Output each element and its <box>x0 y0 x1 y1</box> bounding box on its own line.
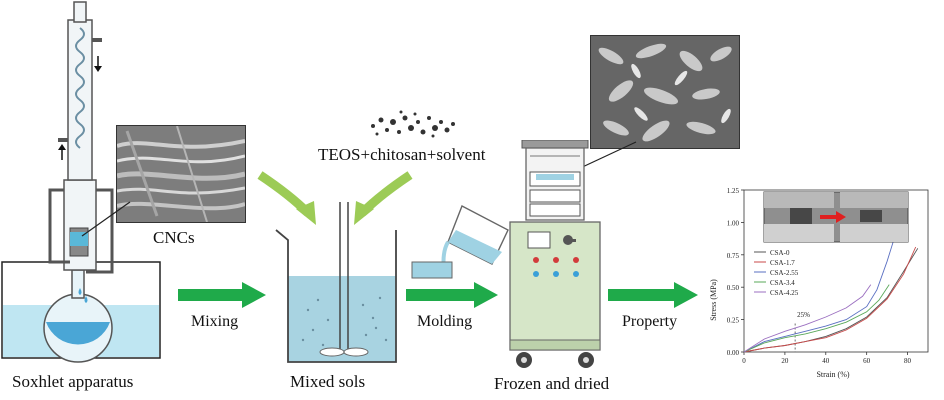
x-tick-label: 20 <box>781 357 789 365</box>
teos-label: TEOS+chitosan+solvent <box>318 145 486 164</box>
cncs-callout-line <box>81 201 131 237</box>
y-tick-label: 1.25 <box>727 187 740 195</box>
legend-label: CSA-4.25 <box>770 289 799 297</box>
soxhlet-label: Soxhlet apparatus <box>12 372 134 391</box>
mixed-sols-label: Mixed sols <box>290 372 366 391</box>
curved-arrows <box>257 171 413 225</box>
x-tick-label: 0 <box>742 357 746 365</box>
x-tick-label: 40 <box>822 357 830 365</box>
y-tick-label: 0.50 <box>727 284 740 292</box>
molding-arrow <box>406 282 498 308</box>
series-line-csa-2.55 <box>743 241 894 353</box>
pouring-cup <box>411 205 509 279</box>
chart-frame <box>743 189 929 353</box>
legend-label: CSA-2.55 <box>770 269 799 277</box>
molding-label: Molding <box>417 313 473 330</box>
mixing-arrow <box>178 282 266 308</box>
soxhlet-apparatus-drawing <box>1 1 161 363</box>
beaker-mixed-sols <box>275 202 397 363</box>
legend-label: CSA-0 <box>770 249 790 257</box>
cncs-sem-image <box>116 125 246 223</box>
series-line-csa-3.4 <box>743 284 890 353</box>
freeze-dryer <box>509 140 601 368</box>
y-tick-label: 0.00 <box>727 349 740 357</box>
aerogel-sem-image <box>590 35 740 149</box>
cncs-label: CNCs <box>153 228 195 247</box>
chart-xlabel: Strain (%) <box>816 370 849 379</box>
compression-test-photo <box>763 191 909 243</box>
series-line-csa-4.25 <box>743 284 872 353</box>
property-arrow <box>608 282 698 308</box>
y-tick-label: 1.00 <box>727 219 740 227</box>
y-tick-label: 0.75 <box>727 252 740 260</box>
x-tick-label: 60 <box>863 357 871 365</box>
annotation-label: 25% <box>797 311 810 319</box>
frozen-dried-label: Frozen and dried <box>494 374 610 393</box>
chart-series <box>743 241 919 353</box>
x-tick-label: 80 <box>904 357 912 365</box>
legend-label: CSA-1.7 <box>770 259 795 267</box>
chart-ylabel: Stress (MPa) <box>709 279 718 321</box>
legend-label: CSA-3.4 <box>770 279 795 287</box>
y-tick-label: 0.25 <box>727 317 740 325</box>
series-line-csa-1.7 <box>743 246 917 353</box>
stress-strain-chart: 0.00 0.25 0.50 0.75 1.00 1.25 0 20 40 60 80 25% CSA… <box>709 187 929 379</box>
mixing-label: Mixing <box>191 313 239 330</box>
property-label: Property <box>622 313 678 330</box>
powder-icon <box>371 110 455 138</box>
